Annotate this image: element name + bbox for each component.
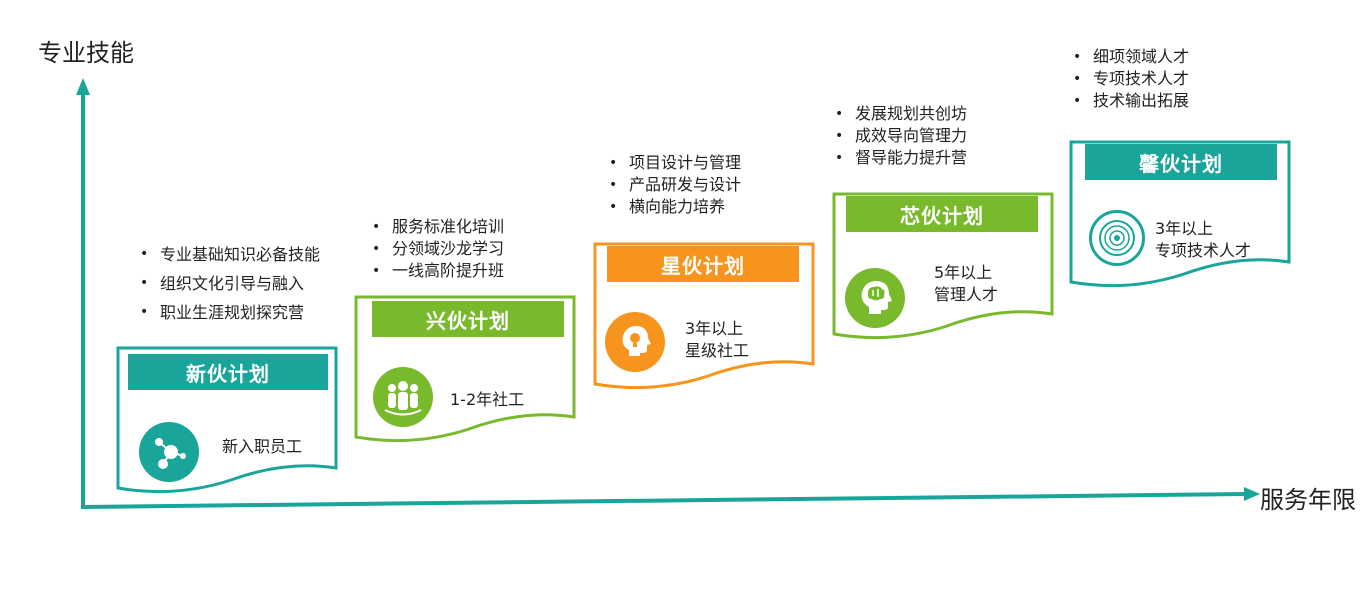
brain-head-icon — [845, 268, 905, 328]
bullet-item: 组织文化引导与融入 — [138, 269, 320, 298]
bullet-item: 服务标准化培训 — [370, 216, 504, 238]
bullet-item: 分领域沙龙学习 — [370, 238, 504, 260]
plan-desc: 5年以上 管理人才 — [934, 262, 998, 306]
bullet-item: 专业基础知识必备技能 — [138, 240, 320, 269]
group-people-icon — [373, 367, 433, 427]
plan-card-xinhuo-fragrance: 馨伙计划 3年以上 专项技术人才 — [1069, 140, 1291, 292]
plan-title: 星伙计划 — [607, 246, 799, 282]
bullet-item: 职业生涯规划探究营 — [138, 298, 320, 327]
disc-icon — [1089, 210, 1145, 266]
bullet-item: 产品研发与设计 — [607, 174, 741, 196]
plan-card-xinghuo: 兴伙计划 1-2年社工 — [354, 295, 576, 447]
bullet-item: 细项领域人才 — [1071, 46, 1189, 68]
plan-desc-line: 5年以上 — [934, 263, 993, 282]
y-axis-label: 专业技能 — [38, 39, 134, 67]
plan-desc-line: 1-2年社工 — [450, 390, 525, 409]
plan-2-bullets: 服务标准化培训 分领域沙龙学习 一线高阶提升班 — [370, 216, 504, 282]
plan-title: 新伙计划 — [128, 354, 328, 390]
plan-desc-line: 新入职员工 — [222, 437, 303, 456]
plan-desc: 3年以上 星级社工 — [685, 318, 749, 362]
plan-5-bullets: 细项领域人才 专项技术人才 技术输出拓展 — [1071, 46, 1189, 112]
plan-card-xinghuo-star: 星伙计划 3年以上 星级社工 — [593, 242, 815, 394]
plan-title: 馨伙计划 — [1085, 144, 1277, 180]
bullet-item: 一线高阶提升班 — [370, 260, 504, 282]
molecule-icon — [139, 422, 199, 482]
plan-desc: 1-2年社工 — [450, 389, 524, 411]
plan-desc: 新入职员工 — [222, 436, 302, 458]
plan-desc-line: 专项技术人才 — [1155, 241, 1252, 260]
plan-title: 芯伙计划 — [846, 196, 1038, 232]
plan-3-bullets: 项目设计与管理 产品研发与设计 横向能力培养 — [607, 152, 741, 218]
plan-desc-line: 3年以上 — [685, 319, 744, 338]
bullet-item: 专项技术人才 — [1071, 68, 1189, 90]
plan-card-xinhuo-core: 芯伙计划 5年以上 管理人才 — [832, 192, 1054, 344]
lightbulb-head-icon — [605, 312, 665, 372]
x-axis-line — [80, 492, 1247, 509]
x-axis-arrow-icon — [1244, 487, 1260, 501]
bullet-item: 技术输出拓展 — [1071, 90, 1189, 112]
plan-desc: 3年以上 专项技术人才 — [1155, 218, 1251, 262]
bullet-item: 成效导向管理力 — [833, 125, 967, 147]
y-axis-arrow-icon — [76, 78, 90, 95]
plan-desc-line: 星级社工 — [685, 341, 750, 360]
plan-card-xinhuo: 新伙计划 新入职员工 — [116, 346, 338, 498]
plan-title: 兴伙计划 — [372, 301, 564, 337]
x-axis-label: 服务年限 — [1260, 486, 1356, 514]
bullet-item: 横向能力培养 — [607, 196, 741, 218]
bullet-item: 督导能力提升营 — [833, 147, 967, 169]
plan-4-bullets: 发展规划共创坊 成效导向管理力 督导能力提升营 — [833, 103, 967, 169]
bullet-item: 发展规划共创坊 — [833, 103, 967, 125]
bullet-item: 项目设计与管理 — [607, 152, 741, 174]
plan-desc-line: 管理人才 — [934, 285, 999, 304]
plan-1-bullets: 专业基础知识必备技能 组织文化引导与融入 职业生涯规划探究营 — [138, 240, 320, 327]
plan-desc-line: 3年以上 — [1155, 219, 1214, 238]
